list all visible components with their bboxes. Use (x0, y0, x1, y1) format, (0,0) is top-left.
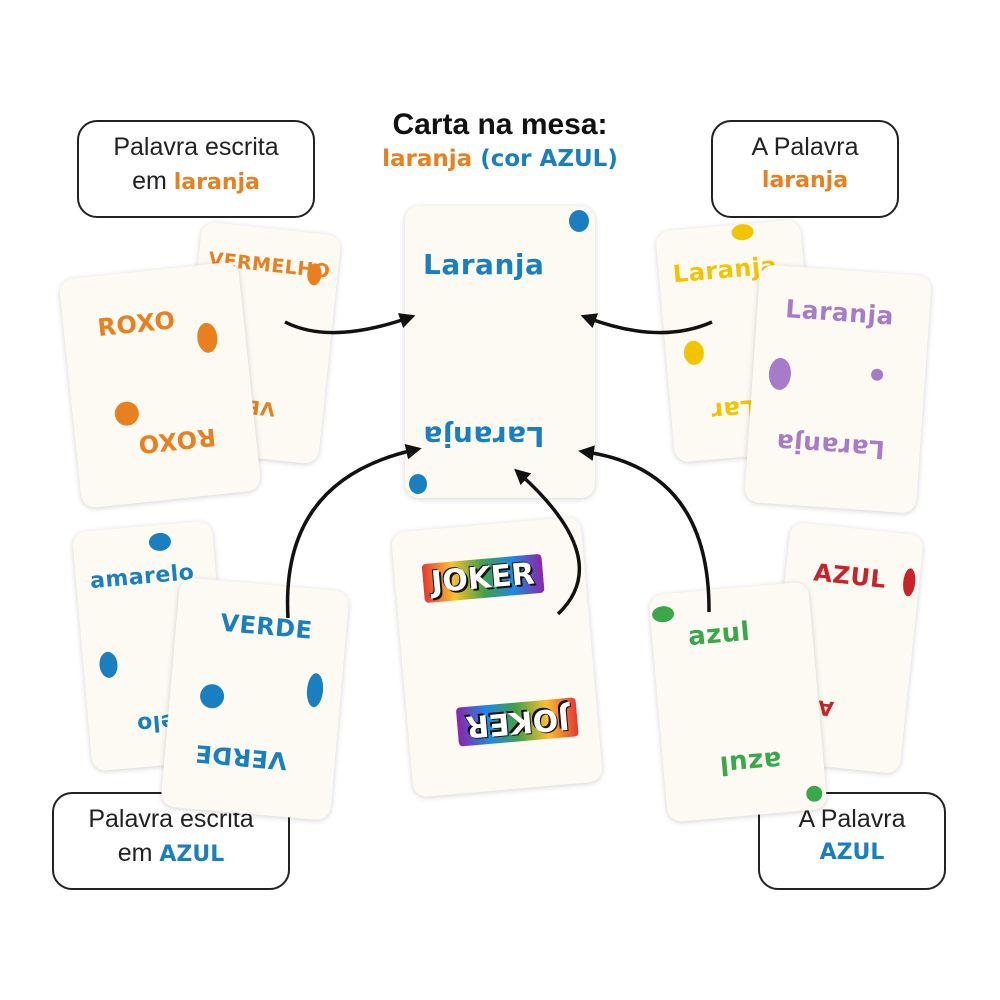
callout-line-2: em AZUL (54, 836, 288, 872)
callout-prefix: em (132, 167, 174, 195)
arrow-bottom-right (578, 445, 711, 613)
callout-top-left: Palavra escrita em laranja (77, 120, 315, 218)
title-paren-open: (cor (480, 146, 540, 172)
title-paren-close: ) (607, 146, 618, 172)
callout-line: A Palavra (798, 805, 906, 833)
arrow-bottom-left (285, 444, 422, 619)
callout-line-2: em laranja (79, 164, 313, 200)
title-paren-color: AZUL (539, 146, 608, 172)
title-subtitle: laranja (cor AZUL) (330, 142, 670, 176)
card-center-table[interactable]: Laranja Laranja (405, 206, 595, 498)
splat-icon (569, 210, 589, 232)
callout-top-right: A Palavra laranja (711, 120, 899, 218)
arrow-joker (514, 468, 582, 616)
callout-highlight: AZUL (159, 842, 225, 867)
callout-highlight: AZUL (819, 840, 885, 865)
card-word: Laranja (423, 248, 545, 281)
splat-icon (409, 474, 427, 494)
callout-line: Palavra escrita (113, 133, 279, 161)
table-card-title: Carta na mesa: laranja (cor AZUL) (330, 108, 670, 176)
title-word: laranja (382, 146, 473, 172)
callout-highlight: laranja (761, 168, 849, 193)
arrow-top-left (284, 313, 416, 335)
title-main: Carta na mesa: (392, 108, 608, 141)
callout-line: A Palavra (751, 133, 859, 161)
arrow-top-right (580, 313, 713, 335)
callout-highlight: laranja (173, 170, 260, 195)
callout-prefix: em (117, 839, 160, 867)
